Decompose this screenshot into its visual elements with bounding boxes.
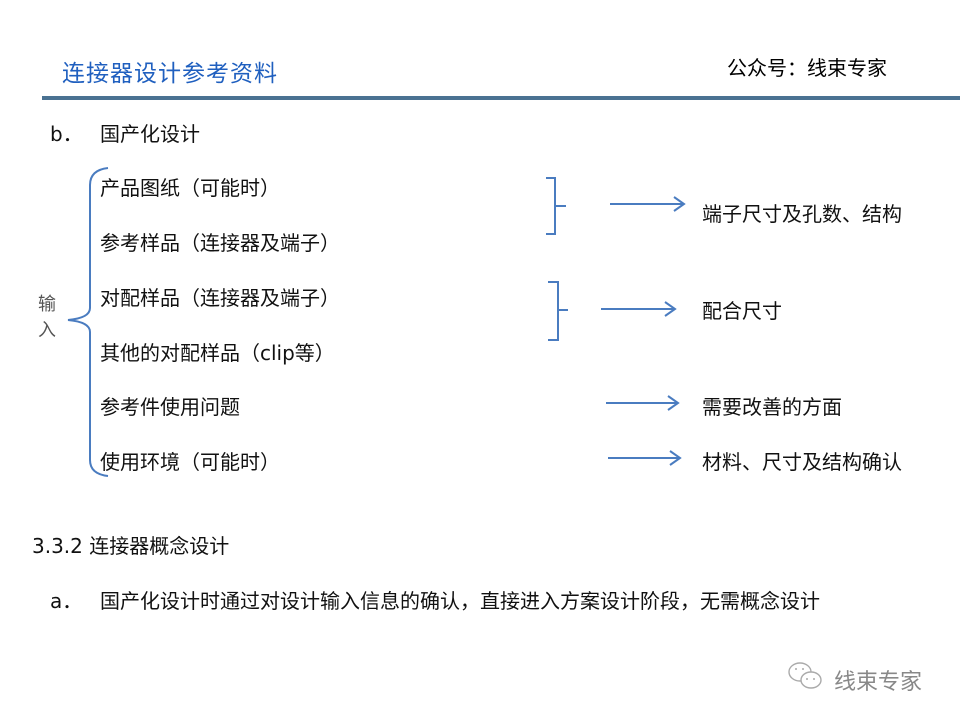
arrow-right-icon — [606, 395, 680, 411]
right-brace-icon — [546, 177, 566, 235]
section-b-heading: 国产化设计 — [100, 122, 200, 146]
header-divider — [42, 96, 960, 100]
watermark-text: 线束专家 — [834, 670, 923, 695]
section-b-label: b． — [50, 122, 83, 146]
arrow-right-icon — [601, 301, 677, 317]
input-item: 参考样品（连接器及端子） — [100, 231, 340, 255]
wechat-icon — [786, 660, 826, 700]
input-item: 产品图纸（可能时） — [100, 176, 280, 200]
section-332-item-text: 国产化设计时通过对设计输入信息的确认，直接进入方案设计阶段，无需概念设计 — [100, 589, 820, 613]
output-item: 端子尺寸及孔数、结构 — [702, 202, 902, 226]
account-label: 公众号：线束专家 — [727, 56, 887, 80]
arrow-right-icon — [608, 450, 682, 466]
input-label-1: 输 — [38, 294, 56, 315]
input-item: 使用环境（可能时） — [100, 450, 280, 474]
section-332-heading: 3.3.2 连接器概念设计 — [32, 534, 230, 558]
output-item: 配合尺寸 — [702, 299, 782, 323]
input-item: 参考件使用问题 — [100, 395, 240, 419]
arrow-right-icon — [610, 196, 686, 212]
input-item: 对配样品（连接器及端子） — [100, 286, 340, 310]
output-item: 材料、尺寸及结构确认 — [702, 450, 902, 474]
watermark: 线束专家 — [786, 660, 922, 700]
right-brace-icon — [548, 281, 568, 341]
page-title: 连接器设计参考资料 — [62, 61, 278, 87]
left-brace-icon — [67, 167, 109, 477]
section-332-item-label: a． — [50, 589, 83, 613]
input-label-2: 入 — [38, 320, 56, 341]
output-item: 需要改善的方面 — [702, 395, 842, 419]
input-item: 其他的对配样品（clip等） — [100, 341, 335, 365]
